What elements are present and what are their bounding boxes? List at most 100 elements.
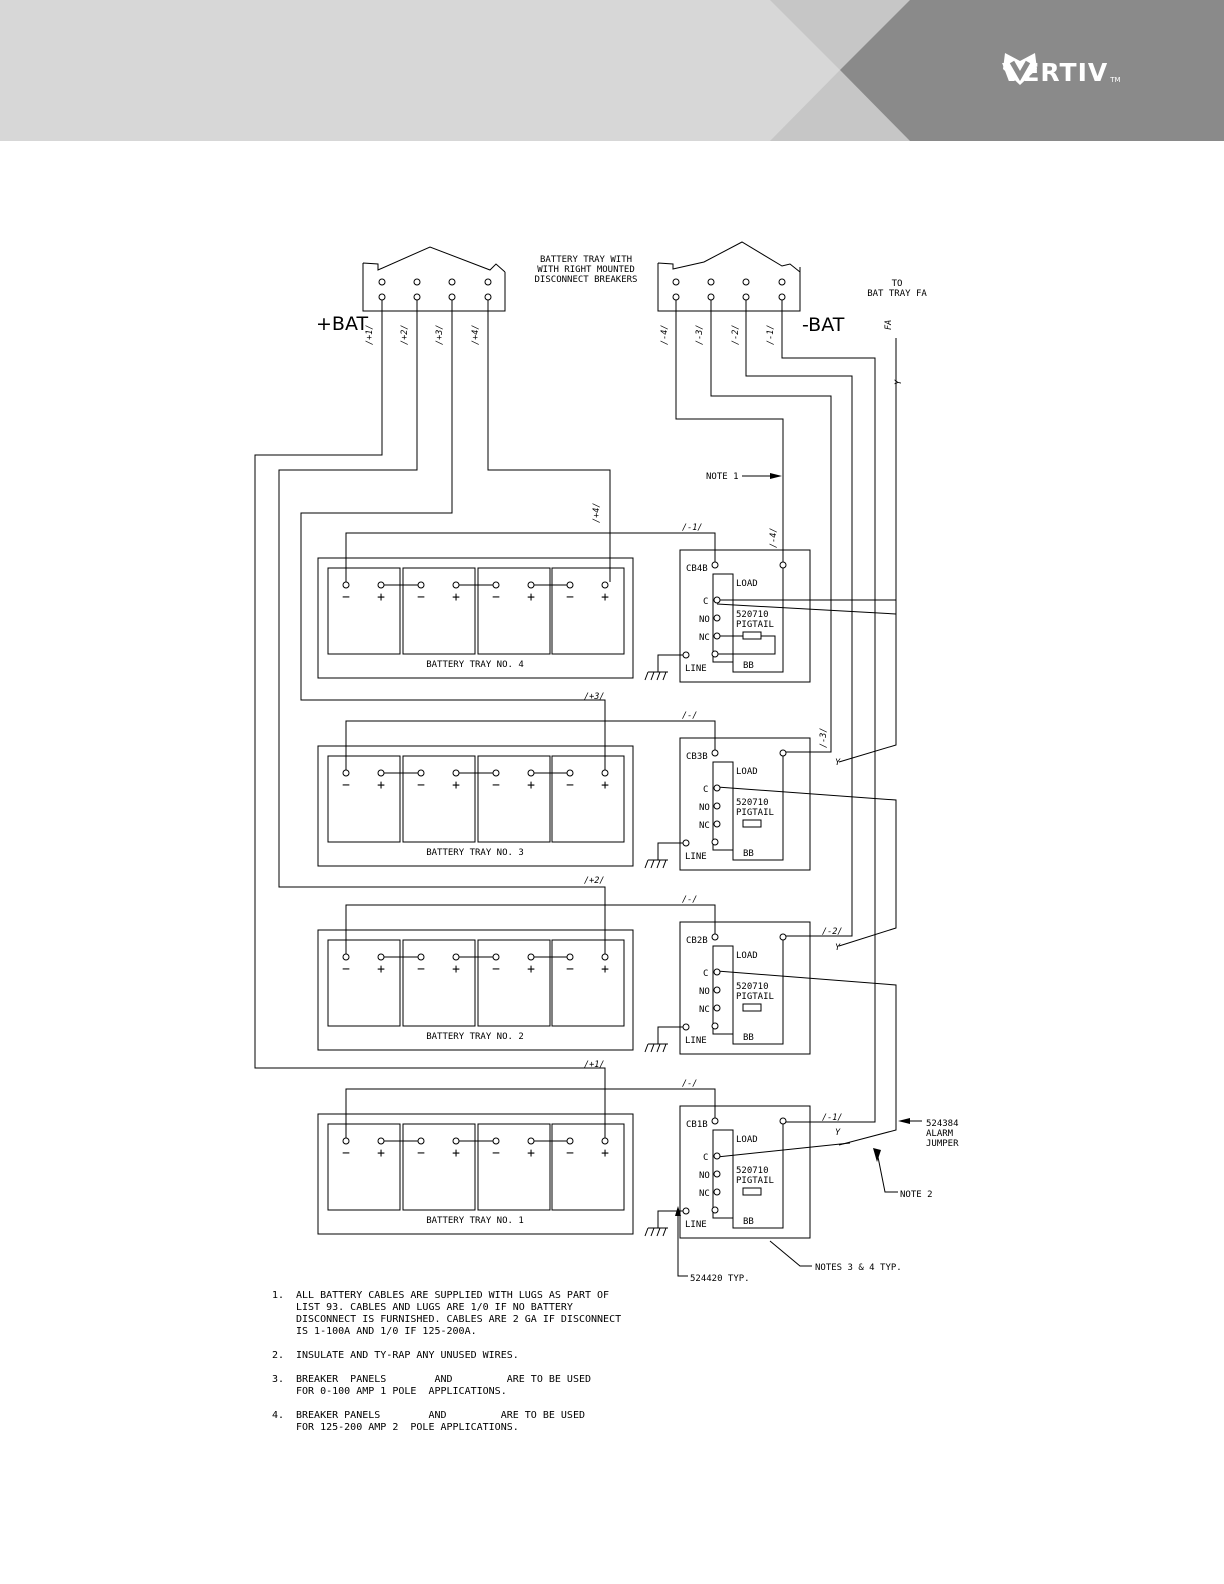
battery-cell: [402, 1123, 476, 1211]
alarm-jumper-line3: JUMPER: [926, 1139, 959, 1149]
pos-terminal: [527, 953, 535, 961]
pos-terminal: [377, 953, 385, 961]
battery-cell: [327, 1123, 401, 1211]
terminal: [707, 293, 715, 301]
fa-label: FA: [884, 320, 894, 330]
top-label-line2: WITH RIGHT MOUNTED: [537, 265, 635, 275]
neg-terminal: [566, 1137, 574, 1145]
pos-terminal: [527, 581, 535, 589]
battery-cell: [477, 755, 551, 843]
breaker-terminal: [713, 968, 721, 976]
neg-terminal: [417, 953, 425, 961]
breaker-label: CB1B: [686, 1120, 708, 1130]
minus-sign: −: [342, 1146, 350, 1161]
y-label: Y: [835, 943, 841, 953]
breaker-terminal: [713, 614, 721, 622]
battery-cell: [477, 1123, 551, 1211]
line-label: LINE: [685, 1036, 707, 1046]
battery-cell: [327, 567, 401, 655]
battery-cell: [551, 939, 625, 1027]
pos-terminal: [452, 1137, 460, 1145]
battery-cell: [551, 1123, 625, 1211]
load-wire-label: /-3/: [819, 728, 829, 748]
breaker-terminal: [779, 561, 787, 569]
top-label-line1: BATTERY TRAY WITH: [540, 255, 632, 265]
neg-wire-label: /-1/: [766, 325, 776, 345]
neg-bat-label: -BAT: [802, 314, 845, 336]
pos-bat-label: +BAT: [316, 313, 368, 335]
neg-lead: [345, 904, 716, 954]
breaker-terminal: [682, 651, 690, 659]
breaker-terminal: [713, 820, 721, 828]
wire: [675, 300, 784, 562]
load-wire-label: /-2/: [822, 927, 842, 937]
c-term-label: C: [703, 969, 708, 979]
neg-wire-label: /-4/: [660, 325, 670, 345]
neg-terminal: [417, 581, 425, 589]
breaker-body: [712, 761, 734, 851]
breaker-terminal: [713, 596, 721, 604]
nc-term-label: NC: [699, 1005, 710, 1015]
neg-terminal: [342, 953, 350, 961]
battery-cell: [551, 755, 625, 843]
terminal: [484, 293, 492, 301]
to-label-line1: TO: [892, 279, 903, 289]
no-term-label: NO: [699, 615, 710, 625]
pigtail-label: PIGTAIL: [736, 992, 774, 1002]
breaker-terminal: [713, 632, 721, 640]
breaker-terminal: [682, 839, 690, 847]
note-item: 3.BREAKER PANELS AND ARE TO BE USED FOR …: [272, 1374, 592, 1397]
neg-lead: [345, 720, 716, 770]
wire: [716, 970, 897, 1120]
terminal: [778, 278, 786, 286]
c-term-label: C: [703, 785, 708, 795]
breaker-terminal: [682, 1207, 690, 1215]
wire: [716, 786, 897, 947]
pos-lead-label: /+4/: [592, 503, 602, 523]
terminal: [742, 293, 750, 301]
load-wire-label: /-1/: [822, 1113, 842, 1123]
breaker-body: [712, 573, 734, 663]
wire: [716, 603, 897, 615]
plus-sign: +: [452, 778, 460, 793]
plus-sign: +: [452, 962, 460, 977]
ground-symbol: [644, 842, 683, 869]
note-item: 2.INSULATE AND TY-RAP ANY UNUSED WIRES.: [272, 1350, 519, 1361]
pos-terminal: [377, 1137, 385, 1145]
plus-sign: +: [377, 1146, 385, 1161]
plus-sign: +: [527, 962, 535, 977]
pos-terminal: [527, 1137, 535, 1145]
bb-label: BB: [743, 661, 754, 671]
minus-sign: −: [342, 590, 350, 605]
vertiv-logo-icon: [1003, 53, 1037, 85]
wire: [278, 300, 606, 954]
line-label: LINE: [685, 1220, 707, 1230]
pos-terminal: [452, 769, 460, 777]
minus-sign: −: [342, 962, 350, 977]
minus-sign: −: [417, 962, 425, 977]
pos-terminal: [601, 953, 609, 961]
tray-name-label: BATTERY TRAY NO. 1: [426, 1216, 524, 1226]
bb-label: BB: [743, 1033, 754, 1043]
wire: [487, 300, 611, 582]
terminal: [448, 278, 456, 286]
wire: [717, 338, 897, 601]
neg-wire-label: /-3/: [695, 325, 705, 345]
ground-callout: 524420 TYP.: [690, 1274, 750, 1284]
pigtail-label: 520710: [736, 1166, 769, 1176]
header-band: VERTIV TM: [0, 0, 1224, 141]
neg-terminal: [417, 1137, 425, 1145]
terminal: [672, 278, 680, 286]
to-label-line2: BAT TRAY FA: [867, 289, 927, 299]
y-label: Y: [835, 1128, 841, 1138]
wire: [838, 396, 897, 763]
no-term-label: NO: [699, 803, 710, 813]
pigtail-label: PIGTAIL: [736, 620, 774, 630]
header-chevron: [770, 0, 1224, 141]
plus-sign: +: [601, 1146, 609, 1161]
minus-sign: −: [492, 962, 500, 977]
neg-terminal: [492, 581, 500, 589]
breaker-terminal: [713, 1188, 721, 1196]
battery-cell: [327, 755, 401, 843]
